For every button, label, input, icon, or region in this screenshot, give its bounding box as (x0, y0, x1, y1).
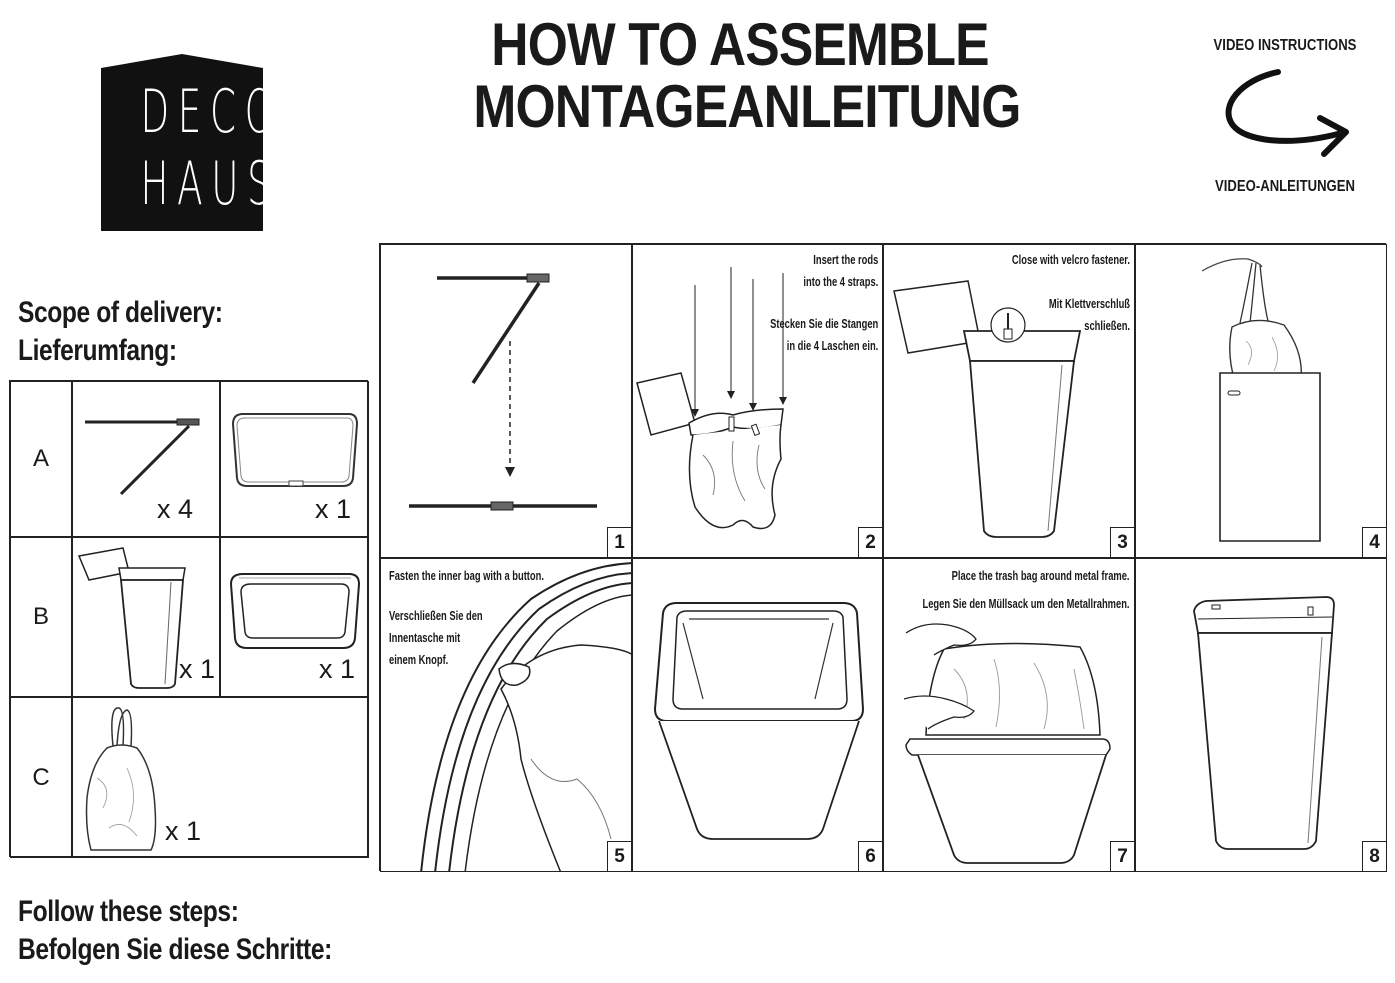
qty-bag: x 1 (165, 816, 202, 846)
qty-bin: x 1 (179, 654, 216, 684)
rim-drawing (229, 573, 361, 649)
steps-heading: Follow these steps: Befolgen Sie diese S… (18, 893, 332, 969)
step-1-number: 1 (607, 527, 631, 557)
steps-heading-de: Befolgen Sie diese Schritte: (18, 933, 332, 966)
step-2-en-2: into the 4 straps. (803, 274, 878, 289)
step-7-de-1: Legen Sie den Müllsack um den Metallrahm… (922, 596, 1130, 611)
bag-drawing (85, 707, 157, 851)
step-7-note: Place the trash bag around metal frame. … (923, 565, 1130, 615)
step-3-de-2: schließen. (1084, 318, 1130, 333)
video-instructions-label[interactable]: VIDEO INSTRUCTIONS (1213, 37, 1357, 54)
curved-arrow-icon[interactable] (1220, 66, 1355, 166)
step-3-number: 3 (1110, 527, 1134, 557)
scope-table: A x 4 x 1 B x 1 x 1 (9, 380, 369, 858)
step-6-illustration (653, 602, 865, 840)
logo-line-1: DECO (140, 77, 283, 147)
step-2-number: 2 (858, 527, 882, 557)
step-3-en-1: Close with velcro fastener. (1011, 252, 1130, 267)
part-cell-frame: x 1 (220, 381, 369, 537)
qty-rods: x 4 (157, 494, 194, 524)
frame-drawing (231, 413, 359, 487)
step-5-note: Fasten the inner bag with a button. Vers… (389, 565, 544, 671)
brand-logo: DECO HAUS (101, 54, 283, 231)
steps-grid: 1 Insert the rods into the 4 straps. Ste… (379, 243, 1387, 872)
part-cell-rim: x 1 (220, 537, 369, 697)
part-cell-bag: x 1 (72, 697, 369, 858)
title-german: MONTAGEANLEITUNG (473, 73, 1021, 140)
row-label-c: C (10, 697, 72, 858)
steps-heading-en: Follow these steps: (18, 895, 239, 928)
step-4-illustration (1201, 258, 1321, 542)
scope-heading-de: Lieferumfang: (18, 334, 177, 367)
step-2-en-1: Insert the rods (812, 252, 878, 267)
step-5-de-3: einem Knopf. (389, 652, 449, 667)
bin-drawing (77, 547, 186, 689)
step-6: 6 (632, 558, 883, 872)
page-title: HOW TO ASSEMBLE MONTAGEANLEITUNG (473, 11, 1021, 140)
step-7-number: 7 (1110, 841, 1134, 871)
step-5-number: 5 (607, 841, 631, 871)
step-2-de-1: Stecken Sie die Stangen (769, 316, 878, 331)
step-2: Insert the rods into the 4 straps. Steck… (632, 244, 883, 558)
step-5-en-1: Fasten the inner bag with a button. (389, 568, 544, 583)
step-1-illustration (409, 273, 597, 511)
step-7-illustration (903, 623, 1111, 864)
video-anleitungen-label[interactable]: VIDEO-ANLEITUNGEN (1215, 178, 1355, 195)
scope-heading-en: Scope of delivery: (18, 296, 223, 329)
step-5: Fasten the inner bag with a button. Vers… (380, 558, 632, 872)
step-7: Place the trash bag around metal frame. … (883, 558, 1135, 872)
row-label-b: B (10, 537, 72, 697)
step-8: 8 (1135, 558, 1387, 872)
step-5-illustration (420, 562, 631, 871)
qty-rim: x 1 (319, 654, 356, 684)
step-3-illustration (893, 280, 1082, 538)
title-english: HOW TO ASSEMBLE (491, 11, 989, 78)
logo-line-2: HAUS (140, 149, 280, 219)
step-6-number: 6 (858, 841, 882, 871)
step-2-note: Insert the rods into the 4 straps. Steck… (770, 249, 878, 357)
step-8-number: 8 (1362, 841, 1386, 871)
step-2-de-2: in die 4 Laschen ein. (786, 338, 878, 353)
step-3-note: Close with velcro fastener. Mit Klettver… (1012, 249, 1130, 337)
scope-heading: Scope of delivery: Lieferumfang: (18, 294, 223, 370)
part-cell-rods: x 4 (72, 381, 220, 537)
step-8-illustration (1193, 596, 1335, 850)
row-label-a: A (10, 381, 72, 537)
step-2-illustration (636, 267, 787, 530)
step-1: 1 (380, 244, 632, 558)
rod-drawing (85, 418, 200, 496)
step-5-de-2: Innentasche mit (389, 630, 461, 645)
step-4-number: 4 (1362, 527, 1386, 557)
step-3-de-1: Mit Klettverschluß (1048, 296, 1130, 311)
step-5-de-1: Verschließen Sie den (389, 608, 483, 623)
step-3: Close with velcro fastener. Mit Klettver… (883, 244, 1135, 558)
qty-frame: x 1 (315, 494, 352, 524)
step-4: 4 (1135, 244, 1387, 558)
part-cell-bin: x 1 (72, 537, 220, 697)
step-7-en-1: Place the trash bag around metal frame. (952, 568, 1130, 583)
